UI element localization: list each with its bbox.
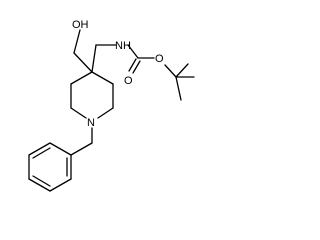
aminomethyl-linker	[91, 44, 117, 73]
benzyl-group	[28, 127, 93, 192]
bond-c4-c3	[70, 71, 93, 85]
benzene-bond-4	[28, 178, 51, 192]
bond-ester-o-quaternary-c	[164, 64, 177, 78]
bond-n1-c6	[97, 107, 114, 119]
benzene-bond-1	[49, 142, 72, 156]
bond-nh-carbonyl-c	[127, 44, 139, 59]
hydroxymethyl-group	[73, 29, 93, 73]
bond-carbonyl-double-a	[128, 58, 137, 72]
ester-oxygen-label: O	[155, 53, 164, 65]
piperidine-ring	[70, 71, 114, 119]
nh-label: NH	[115, 40, 131, 52]
bond-tbu-methyl-3	[175, 76, 182, 101]
bond-c4-ch2n	[91, 44, 97, 73]
benzene-bond-2	[28, 142, 51, 156]
benzene-inner-bond-1	[32, 147, 51, 159]
benzene-inner-bond-2	[32, 175, 51, 187]
carbonyl-oxygen-label: O	[124, 75, 133, 87]
boc-group	[127, 44, 195, 101]
chemical-structure-diagram: OH NH O O N	[28, 19, 195, 192]
bond-c2-n1	[70, 107, 87, 119]
bond-carbonyl-double-b	[132, 60, 141, 74]
bond-c4-ch2oh	[73, 52, 93, 73]
bond-benzyl-ch2-ring	[70, 142, 93, 156]
benzene-bond-5	[49, 178, 72, 192]
bond-c5-c4	[91, 71, 114, 85]
atom-labels: OH NH O O N	[72, 19, 164, 129]
bond-tbu-methyl-1	[175, 63, 189, 78]
bond-ch2-oh	[73, 29, 81, 54]
benzene-ring	[28, 142, 72, 192]
ring-nitrogen-label: N	[87, 117, 95, 129]
hydroxyl-label: OH	[72, 19, 89, 31]
